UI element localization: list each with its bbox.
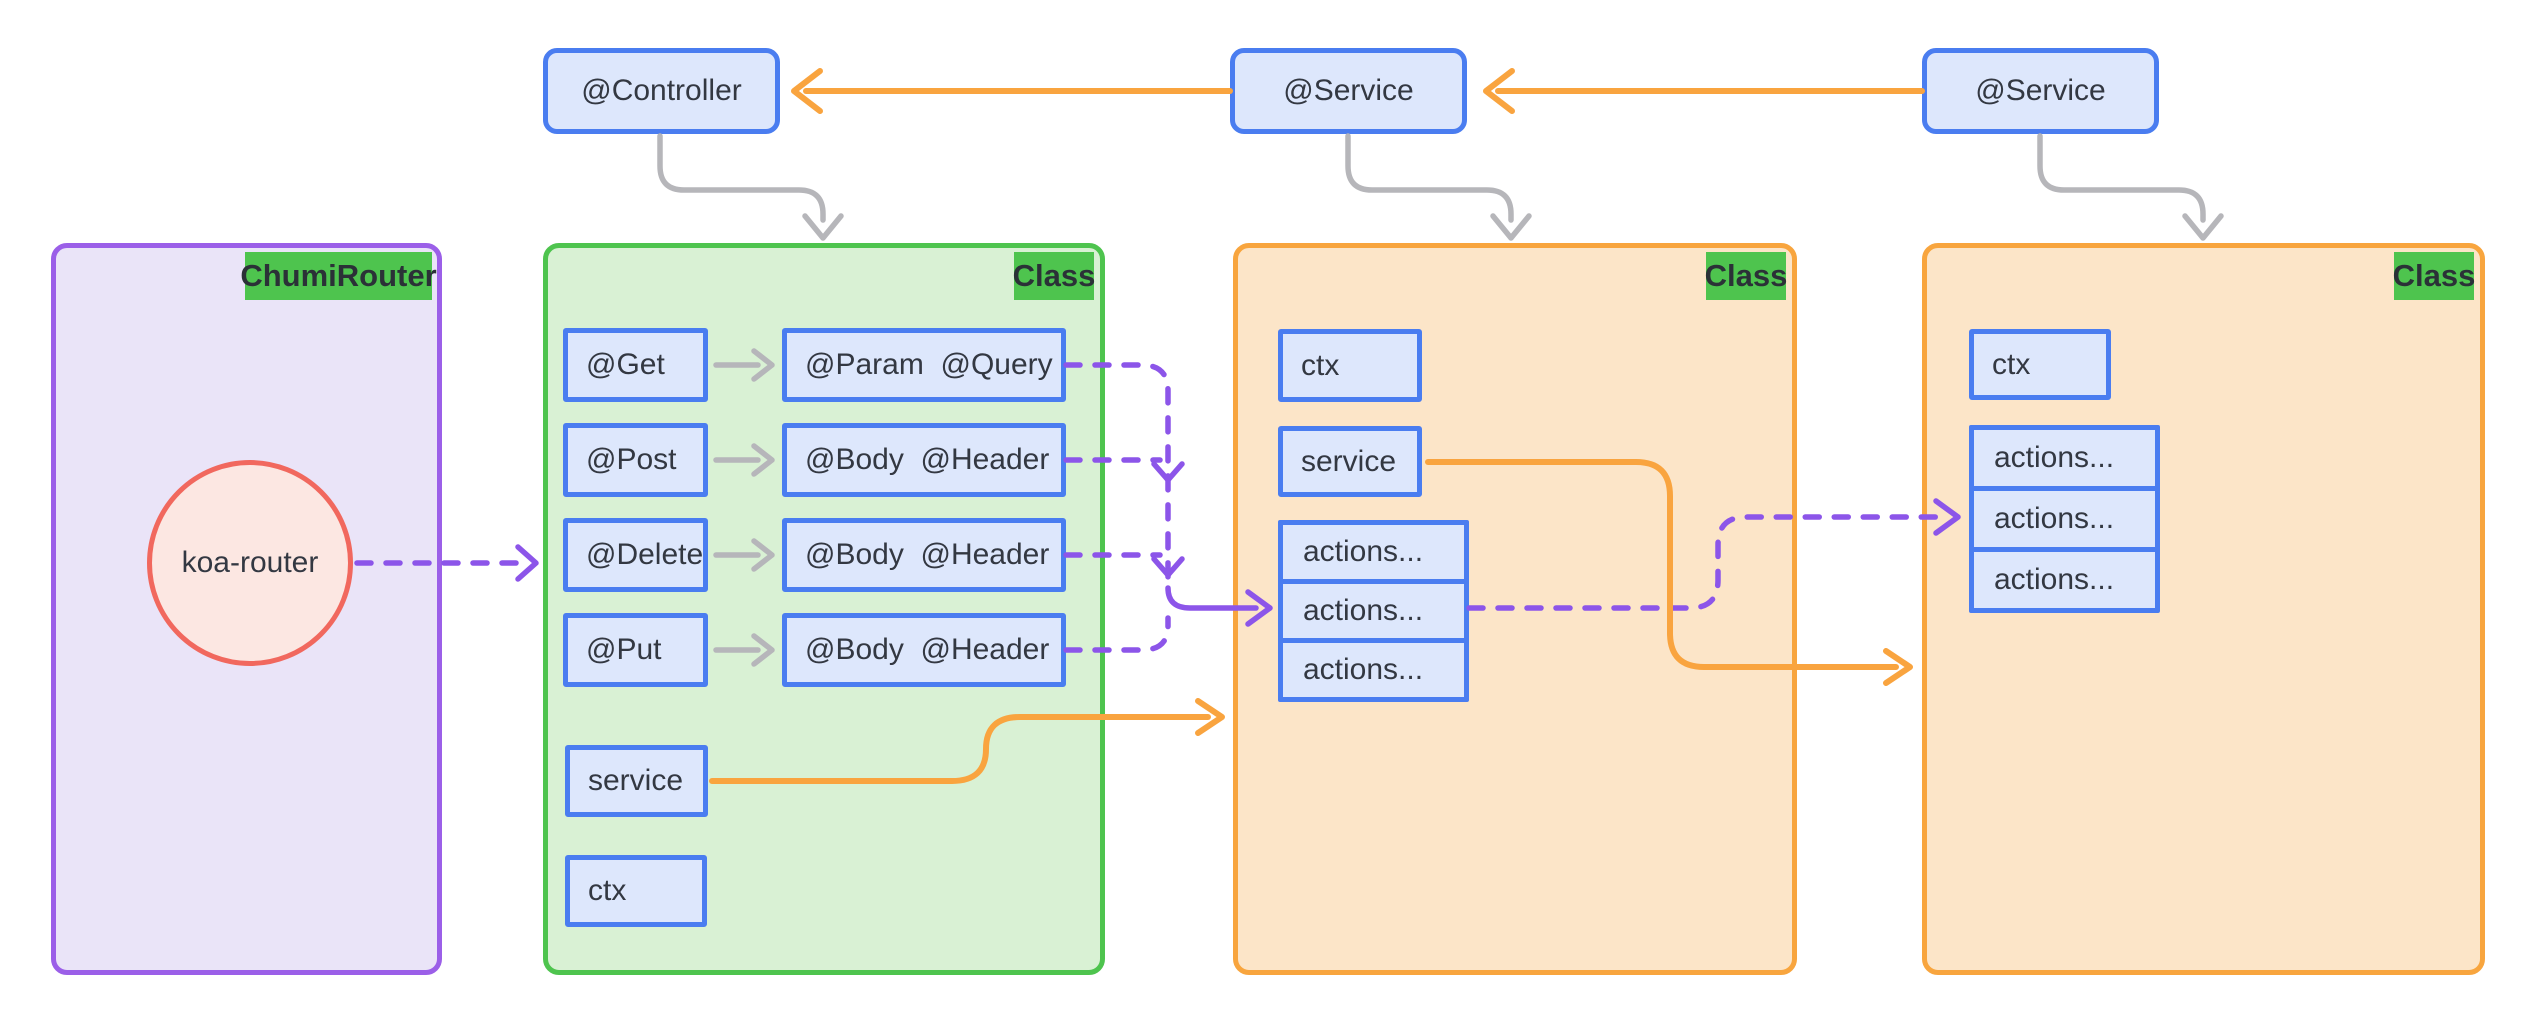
body-header-node-1: @Body @Header xyxy=(782,423,1066,497)
get-node: @Get xyxy=(563,328,708,402)
service-class-1-badge: Class xyxy=(1705,252,1787,300)
chevron-merge-down-2 xyxy=(1151,556,1185,578)
service1-service-node: service xyxy=(1278,426,1422,497)
koa-router-circle: koa-router xyxy=(147,460,353,666)
arrow-service2-to-class xyxy=(2037,133,2206,223)
service2-action-row-3: actions... xyxy=(1974,547,2155,608)
service2-actions-stack: actions... actions... actions... xyxy=(1969,425,2160,613)
put-node: @Put xyxy=(563,613,708,687)
service-class-2-badge: Class xyxy=(2393,252,2475,300)
arrowhead-service1-service-to-class2 xyxy=(1883,648,1913,686)
body-header-node-3: @Body @Header xyxy=(782,613,1066,687)
body-header-node-2: @Body @Header xyxy=(782,518,1066,592)
arrowhead-service2-to-class xyxy=(2182,213,2224,241)
arrow-controller-to-class xyxy=(657,133,826,223)
chevron-merge-down-1 xyxy=(1151,461,1185,483)
arrowhead-service1-to-controller xyxy=(791,68,823,114)
controller-service-node: service xyxy=(565,745,708,817)
controller-class-badge: Class xyxy=(1013,252,1095,300)
service2-action-row-2: actions... xyxy=(1974,486,2155,547)
service1-ctx-node: ctx xyxy=(1278,329,1422,402)
controller-decorator-node: @Controller xyxy=(543,48,780,134)
service1-action-row-3: actions... xyxy=(1283,638,1464,697)
service2-ctx-node: ctx xyxy=(1969,329,2111,400)
service2-action-row-1: actions... xyxy=(1994,441,2115,474)
arrowhead-service1-to-class xyxy=(1490,213,1532,241)
delete-node: @Delete xyxy=(563,518,708,592)
service-decorator-node-2: @Service xyxy=(1922,48,2159,134)
service1-action-row-2: actions... xyxy=(1283,579,1464,638)
controller-ctx-node: ctx xyxy=(565,855,707,927)
service1-action-row-1: actions... xyxy=(1303,535,1424,568)
service-decorator-node-1: @Service xyxy=(1230,48,1467,134)
arrowhead-service2-to-service1 xyxy=(1483,68,1515,114)
arrowhead-koarouter-to-class xyxy=(515,544,539,582)
chumirouter-badge: ChumiRouter xyxy=(240,252,437,300)
arrow-service1-to-class xyxy=(1345,133,1514,223)
arrowhead-controller-service-to-class1 xyxy=(1195,698,1225,736)
arrowhead-controller-to-class xyxy=(802,213,844,241)
service1-actions-stack: actions... actions... actions... xyxy=(1278,520,1469,702)
param-query-node: @Param @Query xyxy=(782,328,1066,402)
post-node: @Post xyxy=(563,423,708,497)
